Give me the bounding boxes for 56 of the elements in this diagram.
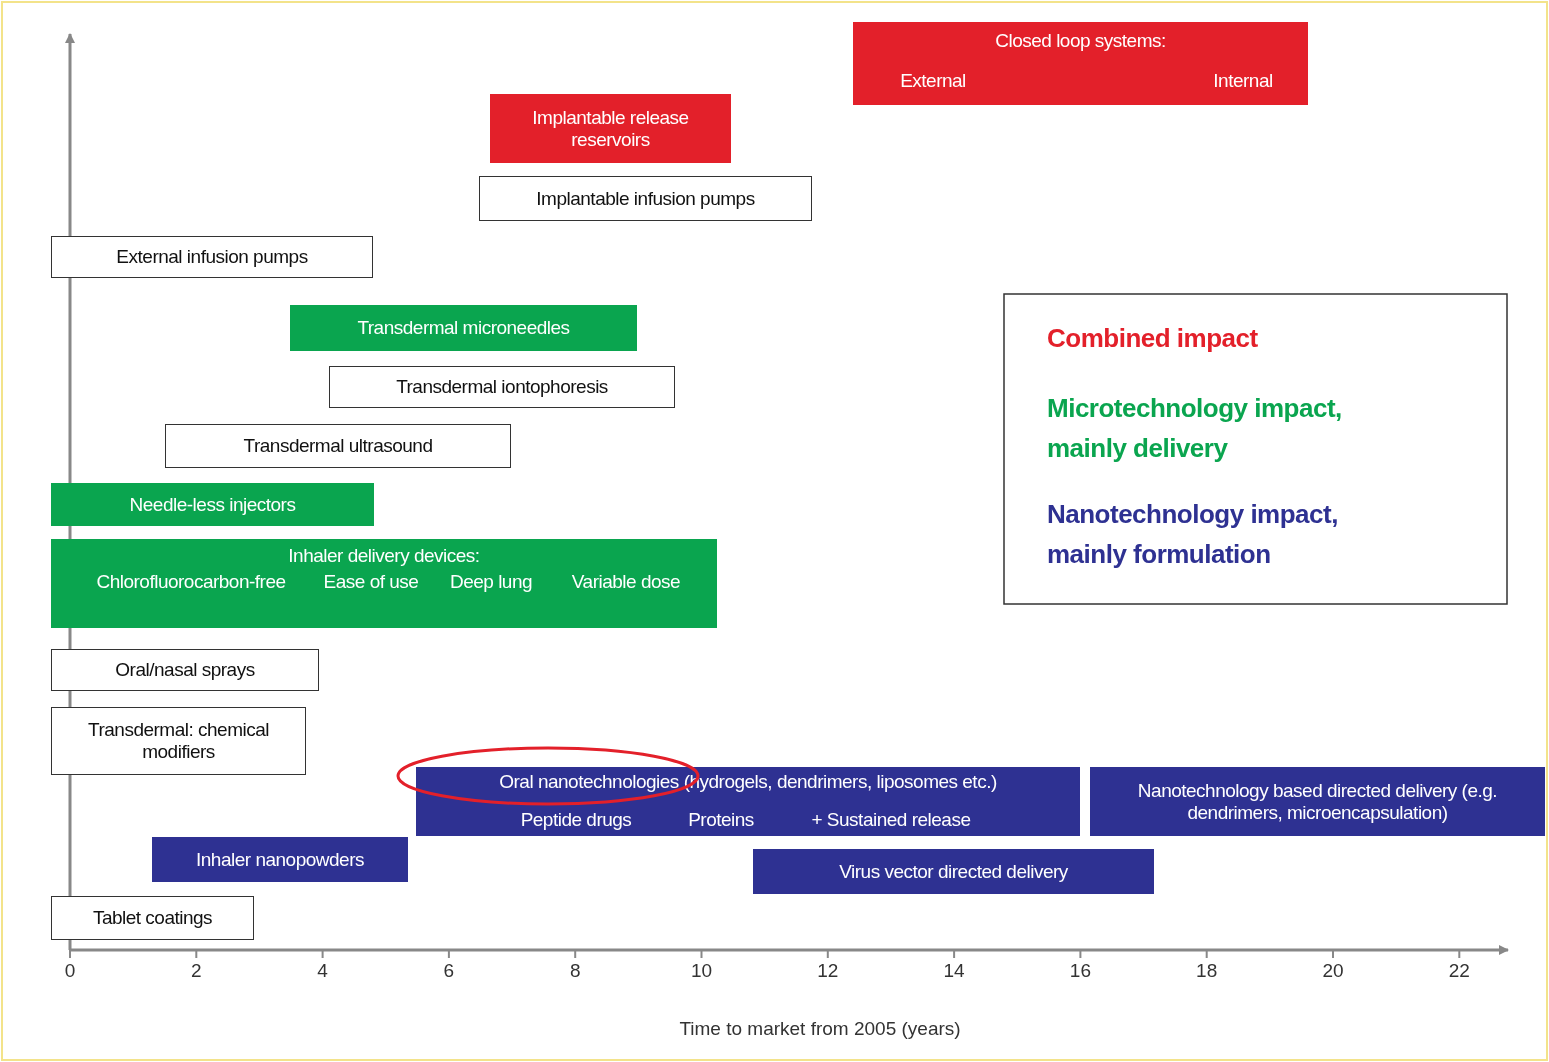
bar-label: Transdermal microneedles bbox=[356, 317, 571, 339]
bar-label: Transdermal ultrasound bbox=[242, 435, 434, 457]
bar-sublabel: Internal bbox=[1212, 70, 1274, 92]
bar-label: External infusion pumps bbox=[115, 246, 309, 268]
bar-label: Transdermal iontophoresis bbox=[395, 376, 609, 398]
timeline-bar bbox=[51, 896, 254, 940]
timeline-bar bbox=[51, 649, 319, 691]
bar-label: Implantable release reservoirs bbox=[531, 106, 690, 151]
timeline-bar bbox=[165, 424, 511, 468]
bar-sublabel: Peptide drugs bbox=[519, 809, 633, 831]
bar-sublabel: Chlorofluorocarbon-free bbox=[95, 571, 287, 593]
bar-label: Nanotechnology based directed delivery (e.g. dendrimers, microencapsulation) bbox=[1136, 779, 1499, 824]
tick-label: 2 bbox=[190, 960, 203, 982]
bar-sublabel: Deep lung bbox=[448, 571, 534, 593]
bar-sublabel: + Sustained release bbox=[810, 809, 972, 831]
bar-label: Implantable infusion pumps bbox=[535, 187, 756, 210]
tick-label: 14 bbox=[942, 960, 966, 982]
tick-label: 8 bbox=[568, 960, 582, 982]
tick-label: 18 bbox=[1195, 960, 1219, 982]
axis-title: Time to market from 2005 (years) bbox=[678, 1018, 962, 1040]
bar-label: Inhaler delivery devices: bbox=[287, 545, 481, 567]
timeline-bar bbox=[51, 539, 717, 628]
legend-entry: Nanotechnology impact, mainly formulation bbox=[1047, 498, 1339, 571]
bar-sublabel: Variable dose bbox=[571, 571, 681, 593]
timeline-bar bbox=[329, 366, 675, 408]
timeline-bar bbox=[853, 22, 1308, 105]
tick-label: 20 bbox=[1321, 960, 1345, 982]
timeline-bar bbox=[490, 94, 731, 163]
timeline-bar bbox=[51, 483, 374, 526]
tick-label: 16 bbox=[1068, 960, 1092, 982]
tick-label: 6 bbox=[442, 960, 456, 982]
bar-label: Tablet coatings bbox=[91, 907, 214, 929]
timeline-bar bbox=[479, 176, 812, 221]
tick-label: 4 bbox=[316, 960, 329, 982]
timeline-bar bbox=[290, 305, 637, 351]
timeline-bar bbox=[51, 707, 306, 775]
tick-label: 10 bbox=[689, 960, 714, 982]
legend-entry: Microtechnology impact, mainly delivery bbox=[1047, 392, 1343, 465]
bar-label: Inhaler nanopowders bbox=[195, 848, 365, 871]
timeline-bar bbox=[753, 849, 1154, 894]
bar-sublabel: External bbox=[899, 70, 967, 92]
timeline-bar bbox=[152, 837, 408, 882]
bar-label: Transdermal: chemical modifiers bbox=[87, 719, 270, 763]
bar-label: Oral/nasal sprays bbox=[114, 659, 256, 681]
timeline-bar bbox=[416, 767, 1080, 836]
bar-label: Closed loop systems: bbox=[994, 30, 1167, 52]
timeline-bar bbox=[51, 236, 373, 278]
timeline-bar bbox=[1090, 767, 1545, 836]
legend-entry: Combined impact bbox=[1047, 322, 1259, 355]
bar-label: Needle-less injectors bbox=[128, 493, 297, 516]
bar-sublabel: Proteins bbox=[687, 809, 755, 831]
bar-label: Virus vector directed delivery bbox=[838, 860, 1069, 883]
tick-label: 12 bbox=[816, 960, 840, 982]
bar-sublabel: Ease of use bbox=[322, 571, 420, 593]
tick-label: 22 bbox=[1447, 960, 1471, 982]
tick-label: 0 bbox=[63, 960, 77, 982]
